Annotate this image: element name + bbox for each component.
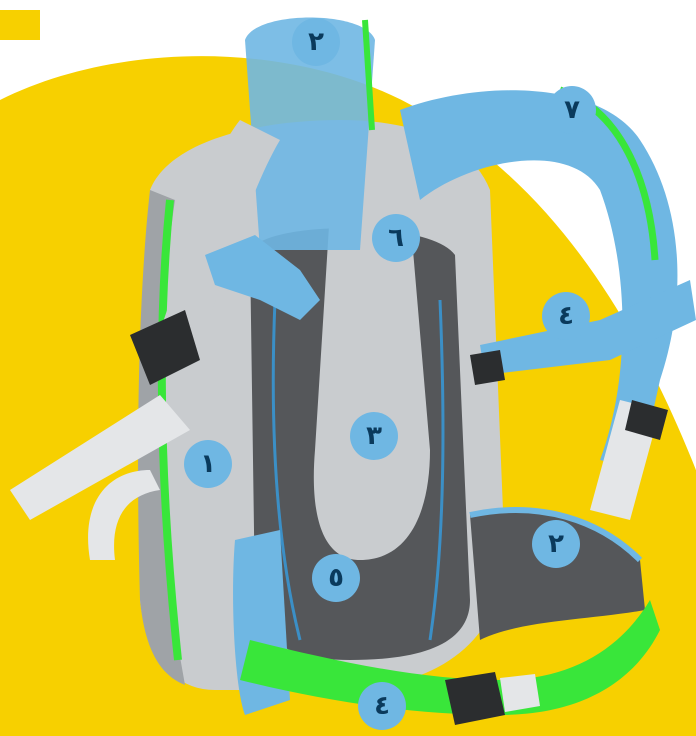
badge-hip-belt: ٤ [358,682,406,730]
badge-label: ٢ [308,27,324,57]
badge-chest-strap: ٤ [542,292,590,340]
badge-label: ٦ [388,223,404,253]
badge-label: ٤ [374,691,390,721]
badge-padded-top-strap: ٢ [292,18,340,66]
badge-label: ٥ [328,563,344,593]
yellow-backdrop-left [0,10,40,40]
badge-label: ٧ [564,95,580,125]
badge-hip-belt-pad: ٢ [532,520,580,568]
badge-label: ٣ [366,421,382,451]
badge-label: ١ [200,449,216,479]
chest-strap-clip [470,350,505,385]
badge-label: ٢ [548,529,564,559]
badge-label: ٤ [558,301,574,331]
hip-belt-buckle-tab [500,674,540,712]
back-channel-insert [314,203,430,560]
badge-back-channel: ٣ [350,412,398,460]
badge-lumbar-panel: ٥ [312,554,360,602]
badge-back-padding-upper: ٦ [372,214,420,262]
badge-side-body: ١ [184,440,232,488]
badge-shoulder-strap-top: ٧ [548,86,596,134]
